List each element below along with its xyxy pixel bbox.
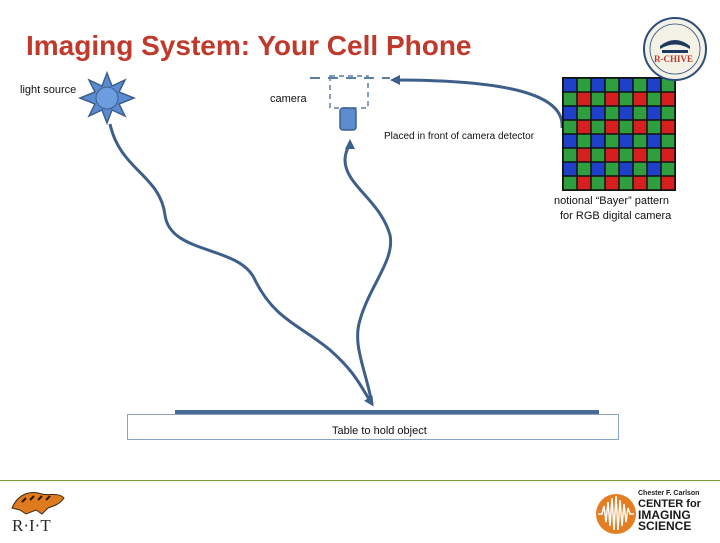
- bayer-cell-b: [619, 78, 633, 92]
- bayer-cell-g: [577, 106, 591, 120]
- bayer-caption-line1: notional “Bayer” pattern: [554, 195, 669, 207]
- bayer-cell-b: [563, 78, 577, 92]
- bayer-cell-r: [577, 176, 591, 190]
- bayer-cell-g: [619, 148, 633, 162]
- bayer-cell-g: [661, 78, 675, 92]
- bayer-cell-r: [633, 148, 647, 162]
- bayer-cell-g: [563, 92, 577, 106]
- bayer-cell-b: [647, 78, 661, 92]
- cis-logo-mark: [596, 494, 636, 534]
- bayer-cell-g: [563, 176, 577, 190]
- cis-text-line1: Chester F. Carlson: [638, 490, 700, 497]
- camera-label: camera: [270, 93, 307, 105]
- table-box: [127, 414, 619, 440]
- table-surface: [175, 410, 599, 415]
- incident-light-path: [108, 123, 374, 407]
- rit-logo-text: R·I·T: [12, 516, 51, 535]
- bayer-cell-g: [605, 106, 619, 120]
- rchive-logo: R-CHIVE: [642, 16, 708, 82]
- bayer-cell-r: [661, 92, 675, 106]
- rchive-logo-text: R-CHIVE: [654, 54, 694, 64]
- bayer-cell-g: [633, 78, 647, 92]
- bayer-cell-b: [591, 162, 605, 176]
- bayer-cell-b: [647, 134, 661, 148]
- light-source-icon: [77, 70, 137, 126]
- bayer-cell-g: [605, 162, 619, 176]
- bayer-cell-g: [647, 92, 661, 106]
- bayer-cell-r: [605, 92, 619, 106]
- reflected-light-path: [343, 139, 393, 405]
- bayer-cell-g: [647, 176, 661, 190]
- bayer-cell-g: [633, 134, 647, 148]
- camera-icon: [310, 75, 390, 131]
- detector-label: Placed in front of camera detector: [384, 131, 535, 142]
- bayer-cell-b: [563, 134, 577, 148]
- bayer-cell-r: [605, 120, 619, 134]
- cis-text-line4: SCIENCE: [638, 519, 692, 533]
- bayer-cell-g: [577, 78, 591, 92]
- bayer-cell-r: [577, 148, 591, 162]
- bayer-cell-g: [563, 120, 577, 134]
- bayer-cell-g: [577, 162, 591, 176]
- bayer-cell-g: [591, 148, 605, 162]
- bayer-cell-g: [647, 148, 661, 162]
- bayer-cell-r: [633, 176, 647, 190]
- bayer-cell-b: [563, 162, 577, 176]
- bayer-cell-r: [661, 176, 675, 190]
- bayer-cell-r: [577, 120, 591, 134]
- bayer-cell-b: [619, 106, 633, 120]
- cis-logo: Chester F. Carlson CENTER for IMAGING SC…: [594, 488, 706, 538]
- bayer-cell-g: [591, 120, 605, 134]
- bayer-cell-g: [661, 162, 675, 176]
- bayer-cell-b: [563, 106, 577, 120]
- bayer-cell-g: [647, 120, 661, 134]
- bayer-cell-r: [661, 120, 675, 134]
- bayer-cell-g: [619, 176, 633, 190]
- bayer-cell-b: [647, 162, 661, 176]
- bayer-pattern-grid: [562, 77, 676, 191]
- cis-text-line3: IMAGING: [638, 508, 691, 522]
- bayer-cell-b: [591, 106, 605, 120]
- bayer-cell-g: [591, 176, 605, 190]
- bayer-cell-g: [619, 92, 633, 106]
- bayer-cell-g: [633, 162, 647, 176]
- table-label: Table to hold object: [332, 425, 427, 437]
- bayer-cell-g: [633, 106, 647, 120]
- bayer-cell-r: [577, 92, 591, 106]
- bayer-cell-r: [633, 92, 647, 106]
- bayer-cell-g: [661, 106, 675, 120]
- footer-rule: [0, 480, 720, 481]
- light-source-label: light source: [20, 84, 77, 96]
- bayer-cell-r: [605, 148, 619, 162]
- bayer-cell-r: [605, 176, 619, 190]
- bayer-cell-g: [577, 134, 591, 148]
- cis-text-line2: CENTER for: [638, 498, 701, 510]
- bayer-caption-line2: for RGB digital camera: [560, 210, 672, 222]
- bayer-cell-b: [591, 78, 605, 92]
- bayer-cell-g: [605, 78, 619, 92]
- bayer-cell-r: [633, 120, 647, 134]
- bayer-cell-g: [619, 120, 633, 134]
- bayer-to-camera-arrow: [390, 75, 564, 129]
- page-title: Imaging System: Your Cell Phone: [26, 30, 472, 61]
- bayer-cell-b: [591, 134, 605, 148]
- bayer-cell-g: [661, 134, 675, 148]
- bayer-cell-g: [591, 92, 605, 106]
- bayer-cell-b: [619, 134, 633, 148]
- bayer-cell-r: [661, 148, 675, 162]
- bayer-cell-b: [647, 106, 661, 120]
- rit-logo: R·I·T: [8, 484, 66, 536]
- bayer-cell-g: [605, 134, 619, 148]
- bayer-cell-b: [619, 162, 633, 176]
- bayer-cell-g: [563, 148, 577, 162]
